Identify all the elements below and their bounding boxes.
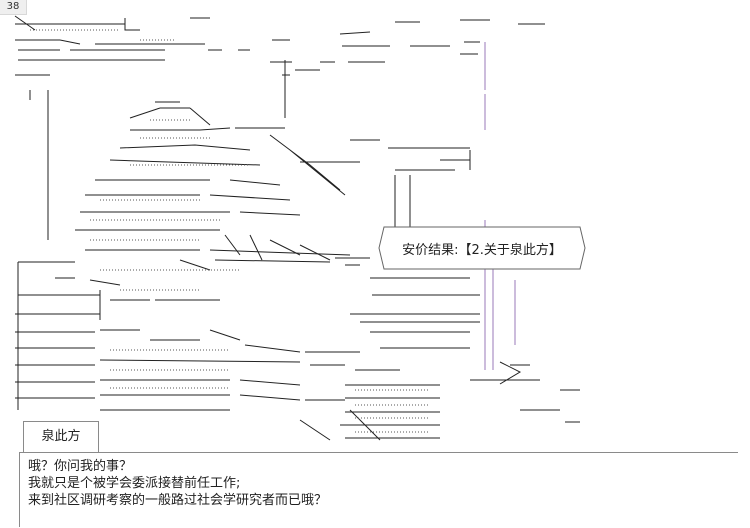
- dialogue-line: 来到社区调研考察的一般路过社会学研究者而已哦？: [28, 493, 328, 508]
- speech-bubble: 安价结果:【2.关于泉此方】: [378, 226, 586, 270]
- speaker-name-tag: 泉此方: [23, 421, 99, 453]
- speaker-name: 泉此方: [41, 429, 81, 444]
- page-number: 38: [0, 0, 27, 15]
- dialogue-line: 哦？你问我的事？: [28, 459, 133, 474]
- speech-bubble-text: 安价结果:【2.关于泉此方】: [402, 242, 562, 258]
- dialogue-box: 哦？你问我的事？ 我就只是个被学会委派接替前任工作; 来到社区调研考察的一般路过…: [19, 452, 738, 527]
- dialogue-line: 我就只是个被学会委派接替前任工作;: [28, 476, 241, 491]
